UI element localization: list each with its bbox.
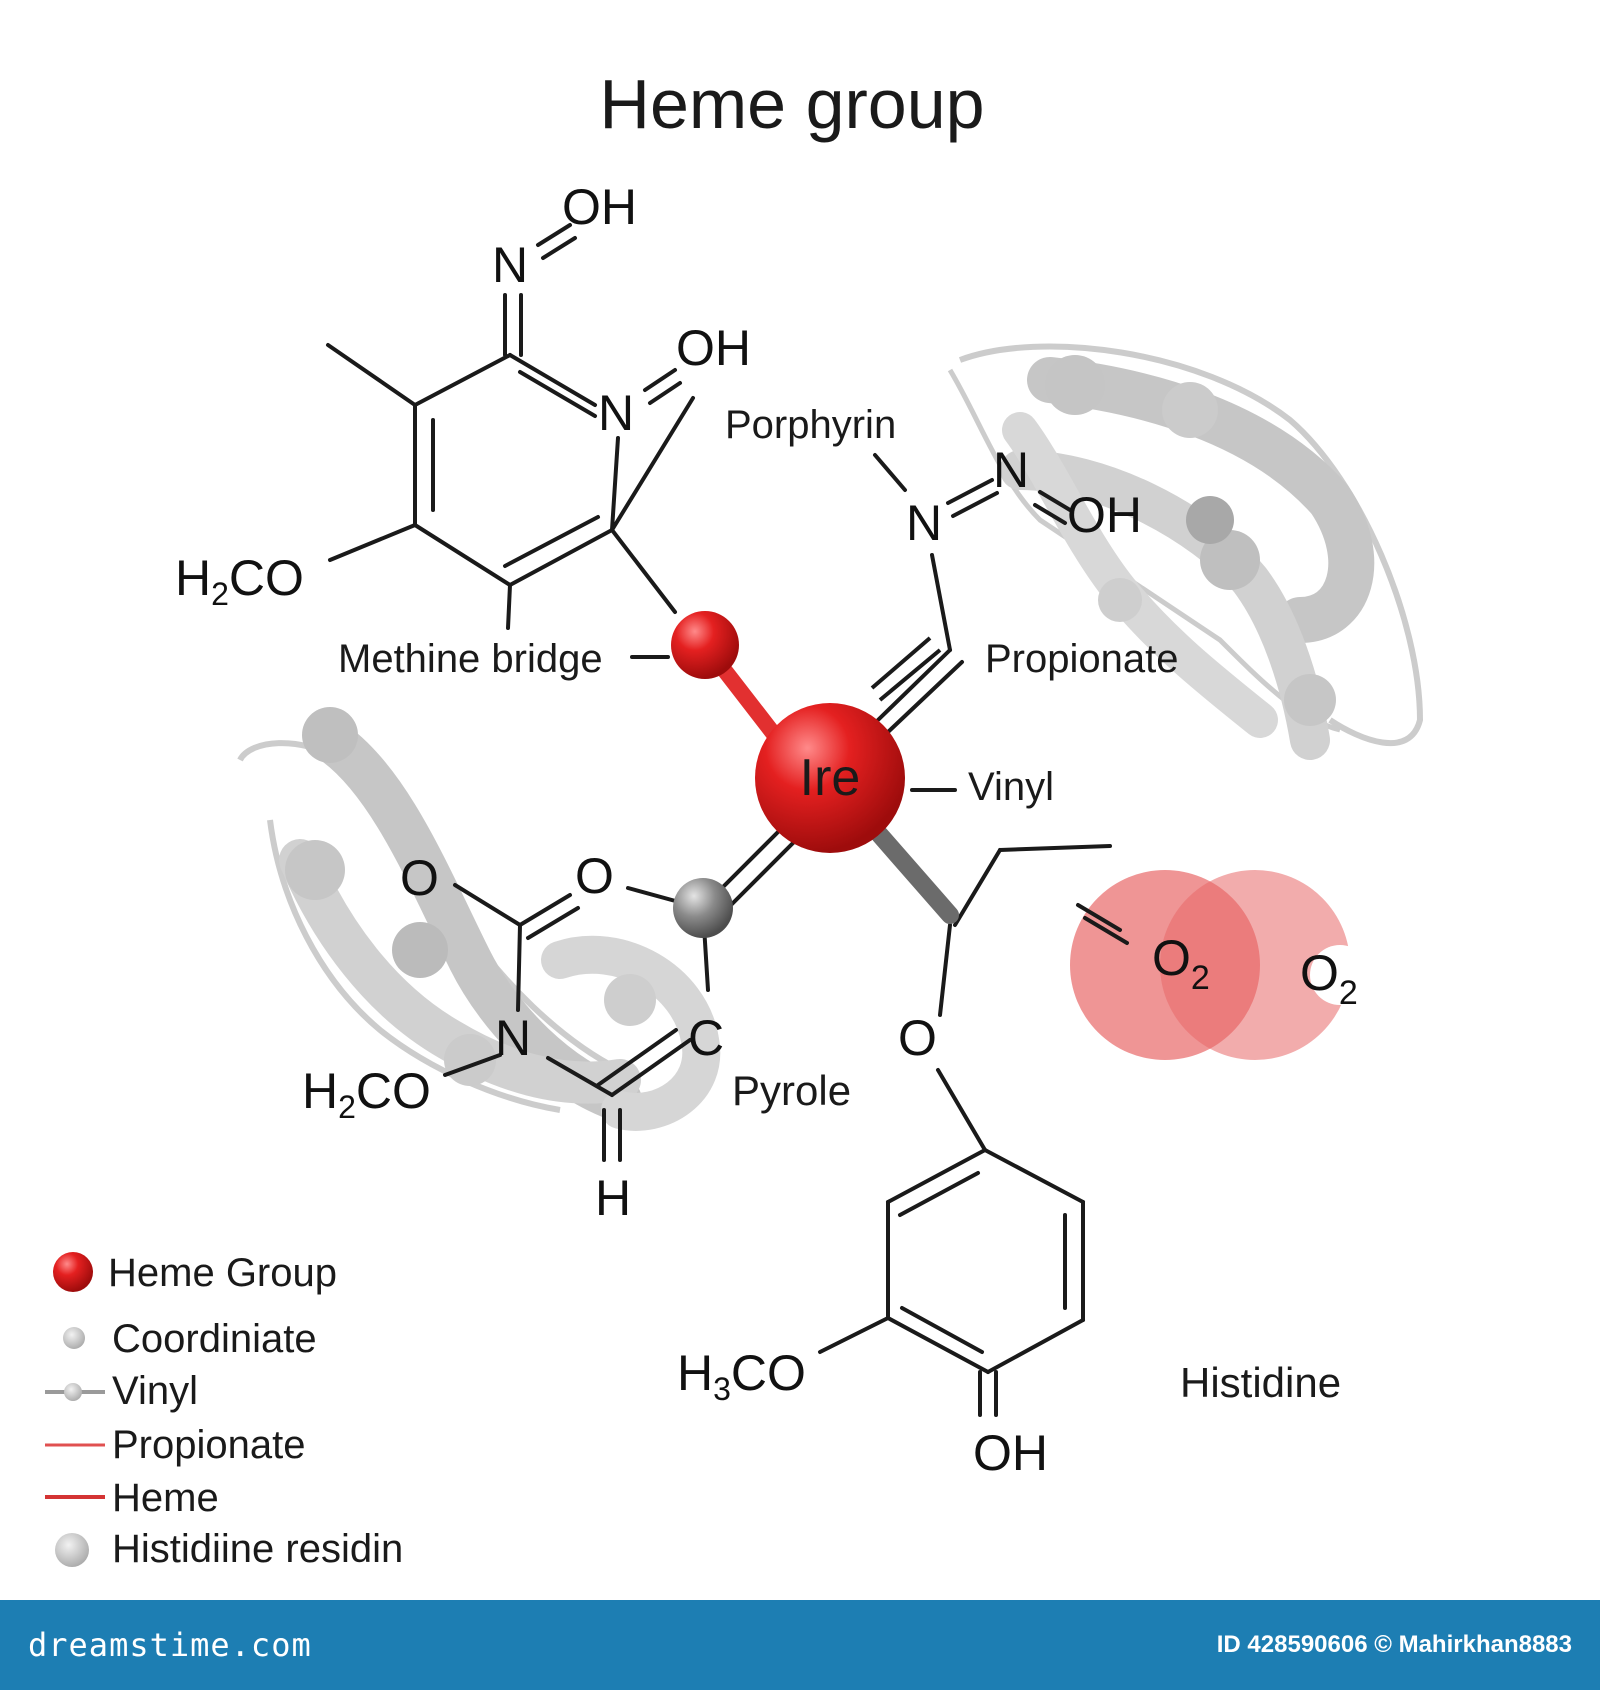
histidine-ring [818, 844, 1129, 1417]
atom-oh-bottom: OH [973, 1425, 1048, 1481]
label-porphyrin: Porphyrin [725, 403, 896, 447]
footer-brand: dreamstime.com [28, 1626, 312, 1664]
legend-label-coordinate: Coordiniate [112, 1317, 317, 1361]
gray-bond-node-icon [64, 1383, 82, 1401]
protein-ribbon-lower-left [237, 707, 721, 1131]
diagram-title: Heme group [599, 65, 984, 143]
label-histidine: Histidine [1180, 1359, 1341, 1406]
label-o2-second: O2 [1300, 945, 1358, 1012]
legend-label-propionate: Propionate [112, 1423, 305, 1467]
legend: Heme Group Coordiniate Vinyl Propionate … [45, 1251, 403, 1571]
methine-atom-sphere [671, 611, 739, 679]
iron-atom-sphere [755, 703, 905, 853]
watermark-footer: dreamstime.com ID 428590606 © Mahirkhan8… [0, 1600, 1600, 1690]
label-pyrole: Pyrole [732, 1067, 851, 1114]
formula-h3co: H3CO [677, 1345, 806, 1407]
red-sphere-icon [53, 1252, 93, 1292]
atom-c-lower: C [688, 1010, 724, 1066]
legend-label-histidine-residue: Histidiine residin [112, 1527, 403, 1571]
gray-sphere-icon [55, 1533, 89, 1567]
formula-h2co-lower: H2CO [302, 1063, 431, 1125]
right-azo-group [873, 453, 1072, 734]
label-vinyl: Vinyl [968, 765, 1054, 809]
oxygen-molecule [1070, 870, 1370, 1060]
label-methine-bridge: Methine bridge [338, 637, 603, 681]
gray-dot-icon [63, 1327, 85, 1349]
atom-n-right-2: N [993, 442, 1029, 498]
atom-n-mid: N [598, 385, 634, 441]
label-propionate: Propionate [985, 637, 1178, 681]
iron-label: Ire [800, 749, 861, 807]
legend-label-heme-group: Heme Group [108, 1251, 337, 1295]
atom-o-histidine: O [898, 1010, 937, 1066]
coordinate-atom-sphere [673, 878, 733, 938]
atom-o-left-1: O [400, 850, 439, 906]
legend-label-vinyl: Vinyl [112, 1369, 198, 1413]
atom-n-top: N [492, 237, 528, 293]
footer-image-id: ID 428590606 © Mahirkhan8883 [1216, 1631, 1572, 1658]
legend-label-heme: Heme [112, 1476, 219, 1520]
atom-o-left-2: O [575, 848, 614, 904]
protein-ribbon-upper-right [947, 343, 1424, 760]
atom-oh-top: OH [562, 179, 637, 235]
atom-n-lower: N [495, 1010, 531, 1066]
atom-h-lower: H [595, 1170, 631, 1226]
atom-oh-mid: OH [676, 320, 751, 376]
upper-ring [326, 223, 695, 630]
atom-oh-right: OH [1067, 487, 1142, 543]
atom-n-right-1: N [906, 495, 942, 551]
label-o2-first: O2 [1152, 930, 1210, 997]
formula-h2co-left: H2CO [175, 550, 304, 612]
